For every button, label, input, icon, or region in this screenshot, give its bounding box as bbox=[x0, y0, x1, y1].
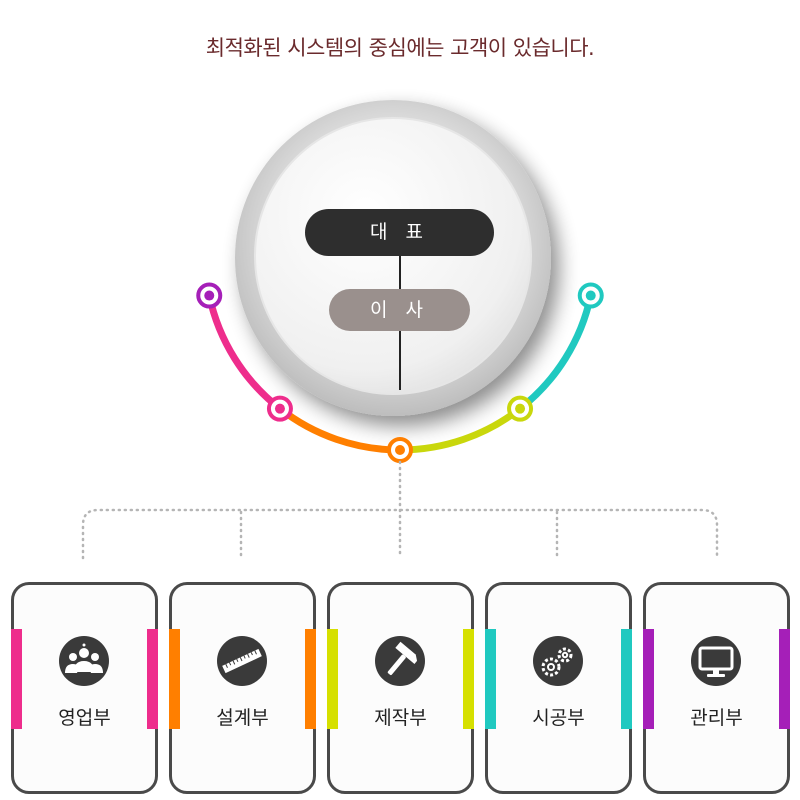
dept-color-bar bbox=[643, 629, 654, 729]
dept-color-bar bbox=[463, 629, 474, 729]
ruler-icon bbox=[217, 636, 267, 686]
arc-node-dot bbox=[395, 445, 405, 455]
ceo-pill: 대 표 bbox=[305, 209, 494, 256]
arc-node-dot bbox=[204, 290, 215, 301]
headline: 최적화된 시스템의 중심에는 고객이 있습니다. bbox=[205, 36, 595, 60]
center-disc-inner bbox=[254, 117, 532, 395]
arc-node-dot bbox=[585, 290, 596, 301]
dept-label: 설계부 bbox=[216, 707, 269, 729]
hammer-icon bbox=[375, 636, 425, 686]
dept-color-bar bbox=[621, 629, 632, 729]
arc-segment bbox=[517, 294, 595, 412]
dept-color-bar bbox=[485, 629, 496, 729]
dept-card-administration[interactable]: 관리부 bbox=[643, 582, 790, 794]
monitor-icon bbox=[691, 636, 741, 686]
arc-segment bbox=[277, 405, 401, 454]
dept-label: 관리부 bbox=[690, 707, 743, 729]
dept-color-bar bbox=[147, 629, 158, 729]
dept-card-design[interactable]: 설계부 bbox=[169, 582, 316, 794]
dept-label: 시공부 bbox=[532, 707, 585, 729]
dept-color-bar bbox=[11, 629, 22, 729]
arc-node-dot bbox=[515, 403, 526, 414]
arc-segment bbox=[205, 294, 283, 412]
dept-label: 제작부 bbox=[374, 707, 427, 729]
arc-nodes bbox=[196, 282, 604, 463]
dept-color-bar bbox=[779, 629, 790, 729]
gears-icon bbox=[533, 636, 583, 686]
dept-card-manufacturing[interactable]: 제작부 bbox=[327, 582, 474, 794]
dotted-connectors bbox=[81, 460, 719, 560]
dept-card-construction[interactable]: 시공부 bbox=[485, 582, 632, 794]
dept-color-bar bbox=[169, 629, 180, 729]
dept-color-bar bbox=[305, 629, 316, 729]
dept-color-bar bbox=[327, 629, 338, 729]
director-pill: 이 사 bbox=[329, 289, 470, 331]
arc-group bbox=[205, 294, 595, 454]
arc-segment bbox=[399, 405, 523, 454]
dept-card-sales[interactable]: 영업부 bbox=[11, 582, 158, 794]
dept-label: 영업부 bbox=[58, 707, 111, 729]
arc-node-dot bbox=[274, 403, 285, 414]
people-group-icon bbox=[59, 636, 109, 686]
